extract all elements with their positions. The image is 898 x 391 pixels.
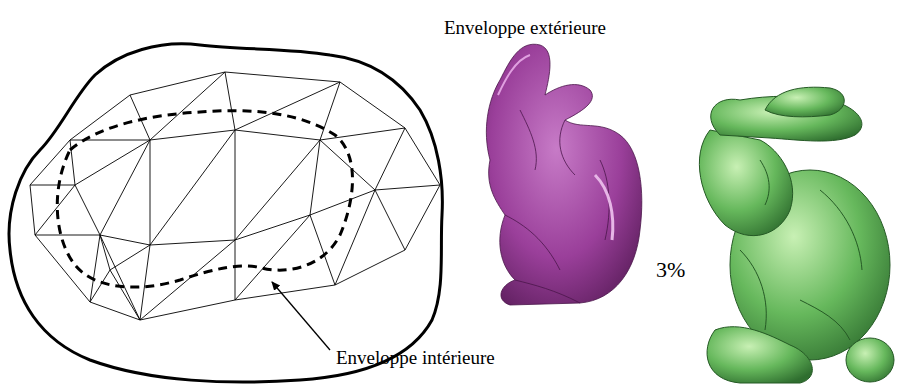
mesh	[30, 72, 440, 320]
ratio-label: 3%	[656, 258, 685, 282]
envelope-title: Enveloppe extérieure	[444, 18, 606, 39]
callout-label: Enveloppe intérieure	[336, 348, 495, 369]
leader-line	[272, 282, 330, 350]
inner-envelope	[57, 111, 352, 287]
green-bunny	[699, 87, 894, 383]
purple-bunny	[486, 44, 641, 305]
outer-envelope	[9, 44, 442, 382]
